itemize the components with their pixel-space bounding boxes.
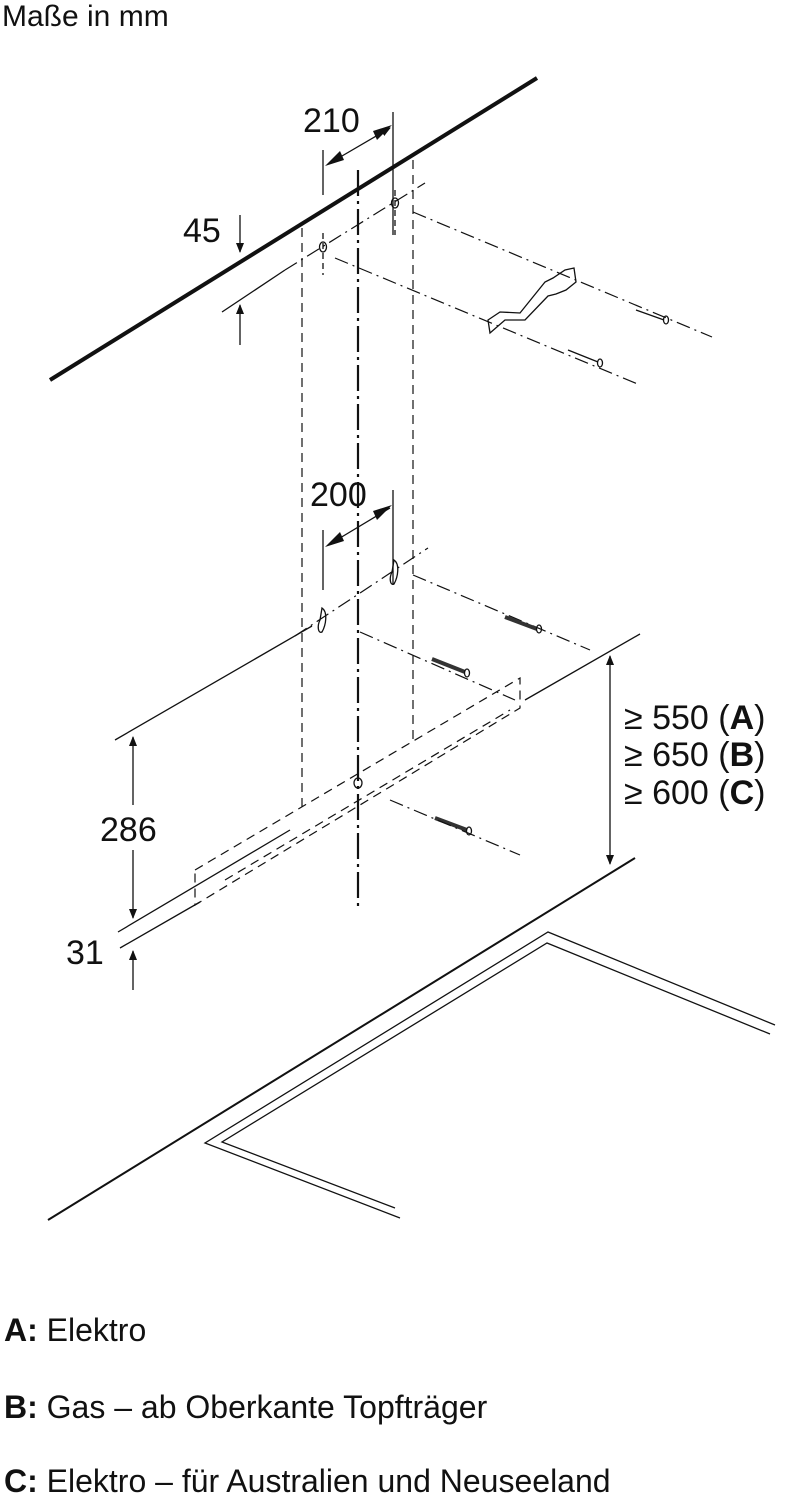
dim-45-label: 45 [183,212,221,250]
screw-1 [635,309,670,325]
hood-outline [194,676,521,907]
hook-left [317,606,327,633]
legend-item-b: B: Gas – ab Oberkante Topfträger [4,1389,488,1425]
dim-210-label: 210 [303,102,360,140]
min-distance-c: ≥ 600 (C) [624,774,766,812]
legend-item-a: A: Elektro [4,1312,147,1348]
cooktop-edge [47,857,636,1221]
upper-hole-left [318,241,328,253]
min-distance-b: ≥ 650 (B) [624,736,766,774]
upper-hole-right [390,197,400,209]
screw-3 [504,615,543,634]
min-distance-a: ≥ 550 (A) [624,699,766,737]
units-title: Maße in mm [2,0,169,33]
ceiling-line [48,76,539,382]
dim-286-label: 286 [100,811,157,849]
dim-31-label: 31 [66,934,104,972]
legend-item-c: C: Elektro – für Australien und Neuseela… [4,1463,611,1499]
hook-right [389,558,399,585]
mounting-bracket [487,267,577,335]
screw-5 [434,816,473,836]
lower-hole [353,777,363,789]
screw-2 [567,349,604,368]
dim-200-label: 200 [310,476,367,514]
screw-4 [431,657,471,678]
cooktop-inner [220,942,771,1209]
cooktop-outer [203,931,776,1219]
